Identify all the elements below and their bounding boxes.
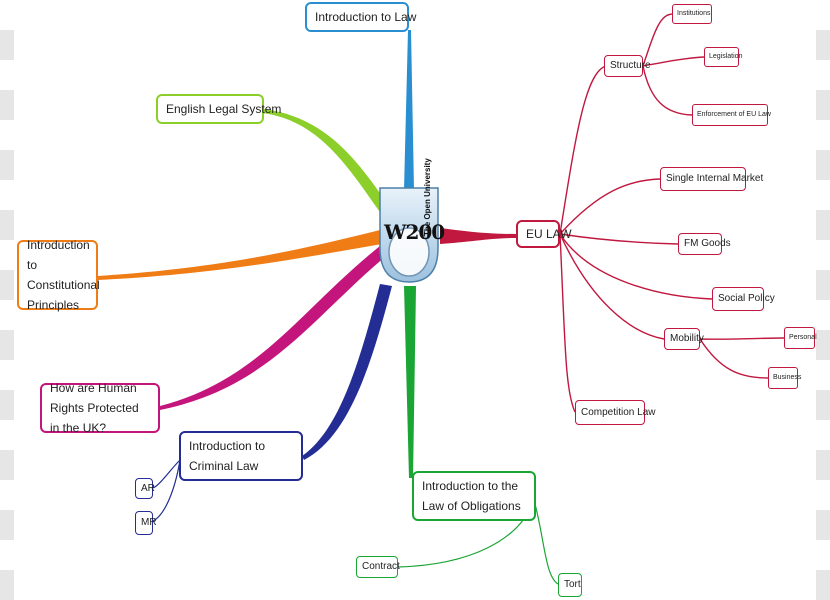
- criminal-sub-links: [152, 459, 181, 522]
- hub-badge-shape: [379, 187, 439, 283]
- node-mobility[interactable]: Mobility: [664, 328, 704, 350]
- node-contract[interactable]: Contract: [356, 556, 400, 578]
- branch-eu-law: [440, 228, 516, 244]
- node-institutions[interactable]: Institutions: [672, 4, 712, 24]
- central-hub: W200: [376, 186, 456, 286]
- node-english-legal[interactable]: English Legal System: [156, 94, 281, 124]
- node-criminal-mr[interactable]: MR: [135, 511, 157, 535]
- node-criminal-ar[interactable]: AR: [135, 478, 155, 499]
- branch-constitutional: [98, 230, 382, 280]
- node-enforcement[interactable]: Enforcement of EU Law: [692, 104, 771, 126]
- node-intro-law[interactable]: Introduction to Law: [305, 2, 416, 32]
- node-constitutional[interactable]: Introduction to Constitutional Principle…: [17, 238, 100, 312]
- branch-english-legal: [262, 109, 392, 215]
- hub-subtitle: The Open University: [423, 158, 432, 236]
- node-structure[interactable]: Structure: [604, 55, 651, 77]
- node-criminal[interactable]: Introduction to Criminal Law: [179, 431, 303, 481]
- node-obligations[interactable]: Introduction to the Law of Obligations: [412, 471, 536, 521]
- node-tort[interactable]: Tort: [558, 573, 582, 597]
- right-edge-strip: [816, 0, 830, 600]
- node-eu-law[interactable]: EU LAW: [516, 220, 572, 248]
- branch-intro-law: [404, 30, 414, 190]
- node-social-policy[interactable]: Social Policy: [712, 287, 775, 311]
- node-single-market[interactable]: Single Internal Market: [660, 167, 763, 191]
- node-legislation[interactable]: Legislation: [704, 47, 742, 67]
- node-human-rights[interactable]: How are Human Rights Protected in the UK…: [40, 381, 160, 435]
- branch-human-rights: [160, 246, 386, 410]
- node-personal[interactable]: Personal: [784, 327, 817, 349]
- node-business[interactable]: Business: [768, 367, 801, 389]
- node-competition[interactable]: Competition Law: [575, 400, 655, 425]
- branch-obligations: [404, 286, 416, 478]
- eu-sub-links: [559, 13, 785, 413]
- branch-criminal: [302, 284, 392, 460]
- left-edge-strip: [0, 0, 14, 600]
- node-fm-goods[interactable]: FM Goods: [678, 233, 731, 255]
- hub-code: W200: [384, 220, 445, 244]
